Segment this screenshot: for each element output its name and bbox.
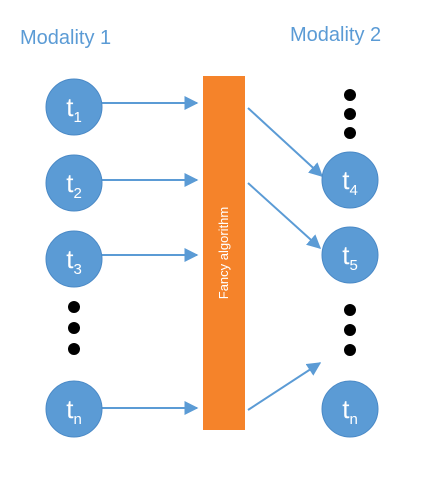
arrow-algorithm-to-t5 xyxy=(247,182,322,249)
node-base: t xyxy=(342,240,350,270)
svg-text:t2: t2 xyxy=(66,168,82,202)
right-node-tn: tn xyxy=(321,380,379,438)
node-base: t xyxy=(66,244,74,274)
node-subscript: n xyxy=(73,411,81,428)
left-node-t1: t1 xyxy=(45,78,103,136)
node-subscript: n xyxy=(349,411,357,428)
fancy-algorithm-bar xyxy=(203,76,245,430)
node-base: t xyxy=(66,168,74,198)
node-base: t xyxy=(342,394,350,424)
node-subscript: 5 xyxy=(349,257,357,274)
left-node-t3: t3 xyxy=(45,230,103,288)
node-base: t xyxy=(66,394,74,424)
fancy-algorithm-label: Fancy algorithm xyxy=(216,207,231,299)
right-ellipsis-top xyxy=(344,89,356,139)
svg-text:t4: t4 xyxy=(342,165,358,199)
arrow-algorithm-to-t4 xyxy=(247,107,324,177)
right-node-t5: t5 xyxy=(321,226,379,284)
node-subscript: 3 xyxy=(73,261,81,278)
modality-2-heading: Modality 2 xyxy=(290,24,381,46)
svg-text:tn: tn xyxy=(342,394,358,428)
svg-text:t3: t3 xyxy=(66,244,82,278)
node-base: t xyxy=(66,92,74,122)
node-subscript: 2 xyxy=(73,185,81,202)
left-node-t2: t2 xyxy=(45,154,103,212)
node-base: t xyxy=(342,165,350,195)
svg-text:t1: t1 xyxy=(66,92,82,126)
modality-1-heading: Modality 1 xyxy=(20,27,111,49)
right-ellipsis-middle xyxy=(344,304,356,356)
svg-text:tn: tn xyxy=(66,394,82,428)
svg-text:t5: t5 xyxy=(342,240,358,274)
node-subscript: 4 xyxy=(349,182,357,199)
node-subscript: 1 xyxy=(73,109,81,126)
left-ellipsis xyxy=(68,301,80,355)
left-node-tn: tn xyxy=(45,380,103,438)
arrow-algorithm-to-tn xyxy=(247,362,322,411)
right-node-t4: t4 xyxy=(321,151,379,209)
